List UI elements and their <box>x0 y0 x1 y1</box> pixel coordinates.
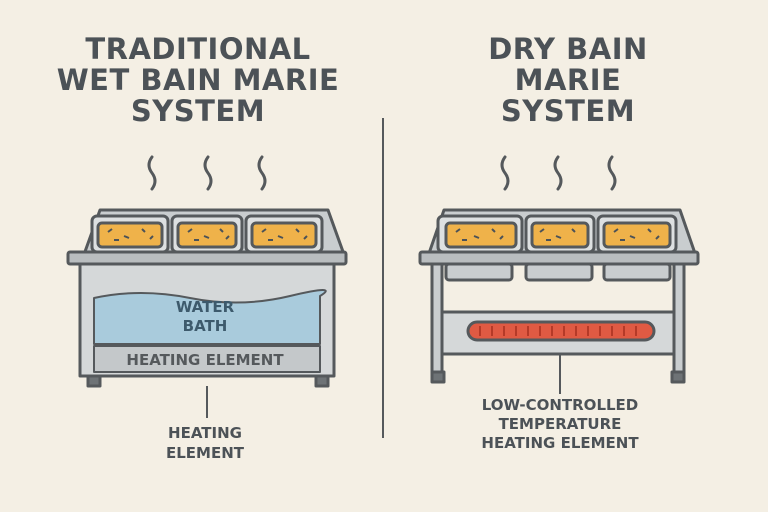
wet-heating-strip <box>93 345 321 373</box>
water-bath <box>93 289 327 345</box>
wet-steam-icon <box>147 155 267 191</box>
food-pan-2 <box>176 221 238 249</box>
dry-system-title: DRY BAIN MARIE SYSTEM <box>488 32 648 128</box>
food-pan-1 <box>96 221 164 249</box>
food-pan-5 <box>530 221 590 249</box>
wet-heating-caption: HEATING ELEMENT <box>165 424 244 462</box>
food-pan-4 <box>444 221 518 249</box>
food-pan-6 <box>602 221 672 249</box>
wet-unit <box>66 208 348 388</box>
food-pan-3 <box>250 221 318 249</box>
wet-inner-heating-label: HEATING ELEMENT <box>126 351 284 369</box>
wet-system-title: TRADITIONAL WET BAIN MARIE SYSTEM <box>56 32 340 128</box>
dry-steam-icon <box>500 155 617 191</box>
panel-divider <box>382 118 384 438</box>
dry-heating-caption: LOW-CONTROLLED TEMPERATURE HEATING ELEME… <box>481 396 639 452</box>
water-bath-label: WATER BATH <box>175 298 235 335</box>
dry-heating-element <box>466 320 656 342</box>
